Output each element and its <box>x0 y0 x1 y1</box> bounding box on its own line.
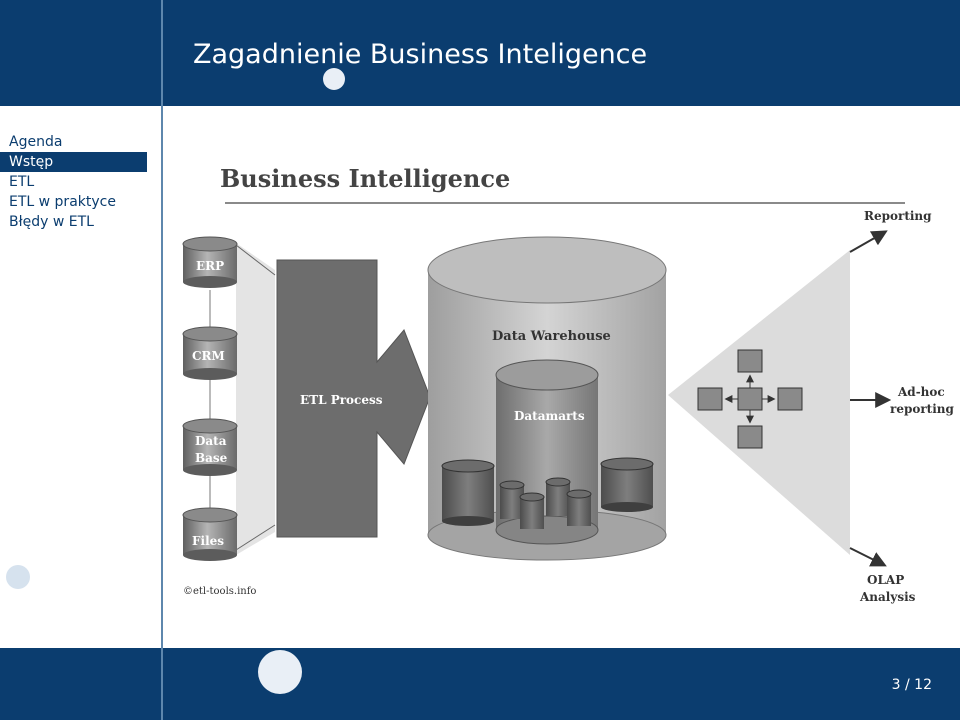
reporting-arrow <box>849 230 888 253</box>
header-bar <box>0 0 960 106</box>
source-erp-label: ERP <box>196 259 224 273</box>
sidebar-nav: Agenda Wstęp ETL ETL w praktyce Błędy w … <box>0 132 160 232</box>
datamart-store <box>566 489 592 526</box>
olap-label-line2: Analysis <box>859 590 916 604</box>
warehouse-store-right <box>600 457 654 512</box>
source-files-label: Files <box>192 534 224 548</box>
decorative-circle <box>6 565 30 589</box>
adhoc-label-line2: reporting <box>890 402 955 416</box>
datamart-store <box>519 492 545 529</box>
sidebar-item-etl-w-praktyce[interactable]: ETL w praktyce <box>9 194 116 210</box>
olap-cube-diagram <box>697 349 803 449</box>
etl-process-label: ETL Process <box>300 393 383 407</box>
input-funnel <box>236 243 275 555</box>
bi-diagram: Business Intelligence ERP CRM Data Base … <box>182 164 955 604</box>
source-erp <box>182 236 238 288</box>
page-current: 3 <box>891 677 901 693</box>
diagram-heading: Business Intelligence <box>220 164 510 193</box>
sidebar-item-wstep[interactable]: Wstęp <box>0 152 147 172</box>
funnel-edge <box>235 524 276 551</box>
page-number: 3 / 12 <box>892 677 932 693</box>
sidebar-item-etl[interactable]: ETL <box>9 174 35 190</box>
slide-title: Zagadnienie Business Inteligence <box>193 39 648 70</box>
warehouse-store-left <box>441 459 495 526</box>
source-credit: ©etl-tools.info <box>183 586 256 597</box>
source-database <box>182 418 238 476</box>
datamart-store <box>545 477 571 516</box>
sidebar-divider <box>161 0 163 720</box>
decorative-circle <box>323 68 345 90</box>
sidebar-item-agenda[interactable]: Agenda <box>9 134 63 150</box>
olap-arrow <box>849 547 887 567</box>
source-files <box>182 507 238 561</box>
datamarts-label: Datamarts <box>514 409 585 423</box>
source-crm-label: CRM <box>192 349 225 363</box>
source-crm <box>182 326 238 380</box>
reporting-label: Reporting <box>864 209 932 223</box>
data-warehouse-label: Data Warehouse <box>492 329 611 344</box>
adhoc-label-line1: Ad-hoc <box>897 385 945 399</box>
etl-process-arrow <box>276 259 431 538</box>
page-separator: / <box>905 677 910 693</box>
source-base-label: Base <box>195 451 228 465</box>
decorative-circle <box>258 650 302 694</box>
olap-label-line1: OLAP <box>867 573 904 587</box>
page-total: 12 <box>914 677 932 693</box>
source-data-label: Data <box>195 434 227 448</box>
funnel-edge <box>235 244 276 276</box>
footer-bar <box>0 648 960 720</box>
sidebar-item-bledy-w-etl[interactable]: Błędy w ETL <box>9 214 94 230</box>
